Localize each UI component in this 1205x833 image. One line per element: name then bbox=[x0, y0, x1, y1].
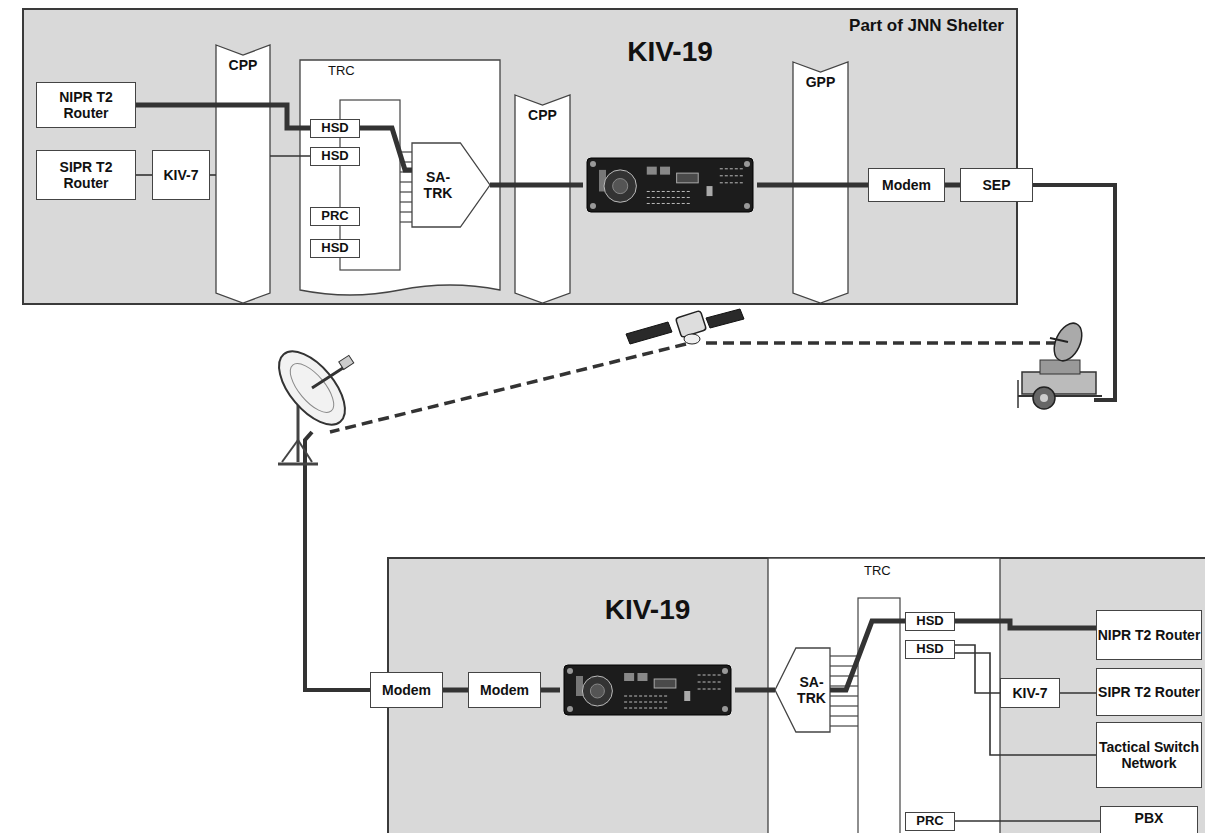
satellite-links bbox=[330, 343, 1060, 432]
patch-panel: CPP bbox=[216, 45, 270, 303]
equipment-box: Modem bbox=[468, 672, 541, 708]
equipment-box: HSD bbox=[905, 612, 955, 631]
satellite-icon bbox=[626, 309, 744, 344]
equipment-box: HSD bbox=[905, 640, 955, 659]
equipment-box: Modem bbox=[868, 168, 945, 202]
trunk-cable bbox=[136, 105, 310, 128]
signal-cable bbox=[955, 653, 1096, 755]
equipment-box: NIPR T2 Router bbox=[1096, 610, 1202, 660]
node-label: HSD bbox=[916, 642, 943, 657]
trunk-cable bbox=[360, 128, 412, 170]
node-label: KIV-7 bbox=[1012, 685, 1047, 701]
shape-outline bbox=[300, 60, 500, 295]
equipment-box: NIPR T2 Router bbox=[36, 82, 136, 128]
node-label: HSD bbox=[321, 149, 348, 164]
node-label: SIPR T2 Router bbox=[37, 159, 135, 191]
signal-cable bbox=[955, 820, 1100, 822]
shape-outline bbox=[775, 648, 830, 732]
trc-chassis: SA-TRK HSD HSD PRC TRC bbox=[768, 558, 1000, 833]
node-label: Modem bbox=[480, 682, 529, 698]
node-label: KIV-19 bbox=[627, 36, 713, 68]
signal-cable bbox=[270, 155, 310, 157]
node-label: PRC bbox=[916, 814, 943, 829]
node-label: Modem bbox=[382, 682, 431, 698]
kiv19-panel-illustration bbox=[587, 158, 753, 212]
node-label: Tactical Switch Network bbox=[1097, 739, 1201, 771]
node-label: GPP bbox=[806, 74, 836, 90]
trunk-cable bbox=[735, 688, 775, 693]
node-label: HSD bbox=[916, 614, 943, 629]
patch-panel-outline bbox=[515, 95, 570, 303]
trunk-cable bbox=[541, 688, 560, 693]
node-label: CPP bbox=[229, 57, 258, 73]
equipment-box: KIV-7 bbox=[152, 150, 210, 200]
trunk-cable bbox=[955, 621, 1096, 628]
node-label: TRC bbox=[328, 64, 355, 79]
equipment-box: PBX bbox=[1100, 806, 1198, 833]
node-label: Modem bbox=[882, 177, 931, 193]
node-label: Part of JNN Shelter bbox=[849, 16, 1004, 36]
patch-panel: CPP bbox=[515, 95, 570, 303]
patch-panel-outline bbox=[216, 45, 270, 303]
shape-outline bbox=[515, 95, 570, 303]
equipment-box: HSD bbox=[310, 239, 360, 258]
crypto-device: KIV-19 bbox=[583, 30, 757, 214]
sa-trk-module: SA-TRK bbox=[412, 143, 490, 227]
shelter-panel: NIPR T2 RouterSIPR T2 RouterKIV-7CPPHSDH… bbox=[22, 8, 1018, 305]
equipment-box: Modem bbox=[370, 672, 443, 708]
crypto-device: KIV-19 bbox=[560, 590, 735, 718]
shape-outline bbox=[412, 143, 490, 227]
node-label: PRC bbox=[321, 209, 348, 224]
node-label: SA-TRK bbox=[794, 674, 830, 706]
signal-cable bbox=[210, 174, 216, 176]
equipment-box: HSD bbox=[310, 119, 360, 138]
shape-outline bbox=[216, 45, 270, 303]
trunk-cable bbox=[830, 621, 905, 690]
node-label: KIV-7 bbox=[163, 167, 198, 183]
signal-cable bbox=[1060, 692, 1096, 694]
equipment-box: SEP bbox=[960, 168, 1033, 202]
trunk-cable bbox=[945, 183, 960, 188]
node-label: TRC bbox=[864, 564, 891, 579]
trc-chassis: HSD HSD PRC HSD SA-TRK TRC bbox=[300, 60, 500, 298]
node-label: SA-TRK bbox=[416, 169, 460, 201]
equipment-box: PRC bbox=[310, 207, 360, 226]
trunk-cable bbox=[490, 183, 583, 188]
equipment-box: HSD bbox=[310, 147, 360, 166]
equipment-box: SIPR T2 Router bbox=[1096, 668, 1202, 716]
node-label: NIPR T2 Router bbox=[37, 89, 135, 121]
node-label: KIV-19 bbox=[605, 594, 691, 626]
kiv19-panel-illustration bbox=[564, 665, 731, 715]
node-label: HSD bbox=[321, 241, 348, 256]
ground-dish-antenna bbox=[267, 340, 357, 464]
node-label: NIPR T2 Router bbox=[1098, 627, 1201, 643]
node-label: SIPR T2 Router bbox=[1098, 684, 1200, 700]
trunk-cable bbox=[757, 183, 868, 188]
sa-trk-module: SA-TRK bbox=[775, 648, 830, 732]
truck-terminal bbox=[1018, 319, 1102, 409]
node-label: CPP bbox=[528, 107, 557, 123]
signal-cable bbox=[136, 174, 152, 176]
equipment-box: Tactical Switch Network bbox=[1096, 722, 1202, 788]
lower-shelter-panel bbox=[388, 558, 1205, 833]
equipment-box: SIPR T2 Router bbox=[36, 150, 136, 200]
node-label: PBX bbox=[1135, 810, 1164, 826]
node-label: HSD bbox=[321, 121, 348, 136]
equipment-box: KIV-7 bbox=[1000, 678, 1060, 708]
node-label: SEP bbox=[982, 177, 1010, 193]
equipment-box: PRC bbox=[905, 812, 955, 831]
trunk-cable bbox=[443, 688, 468, 693]
